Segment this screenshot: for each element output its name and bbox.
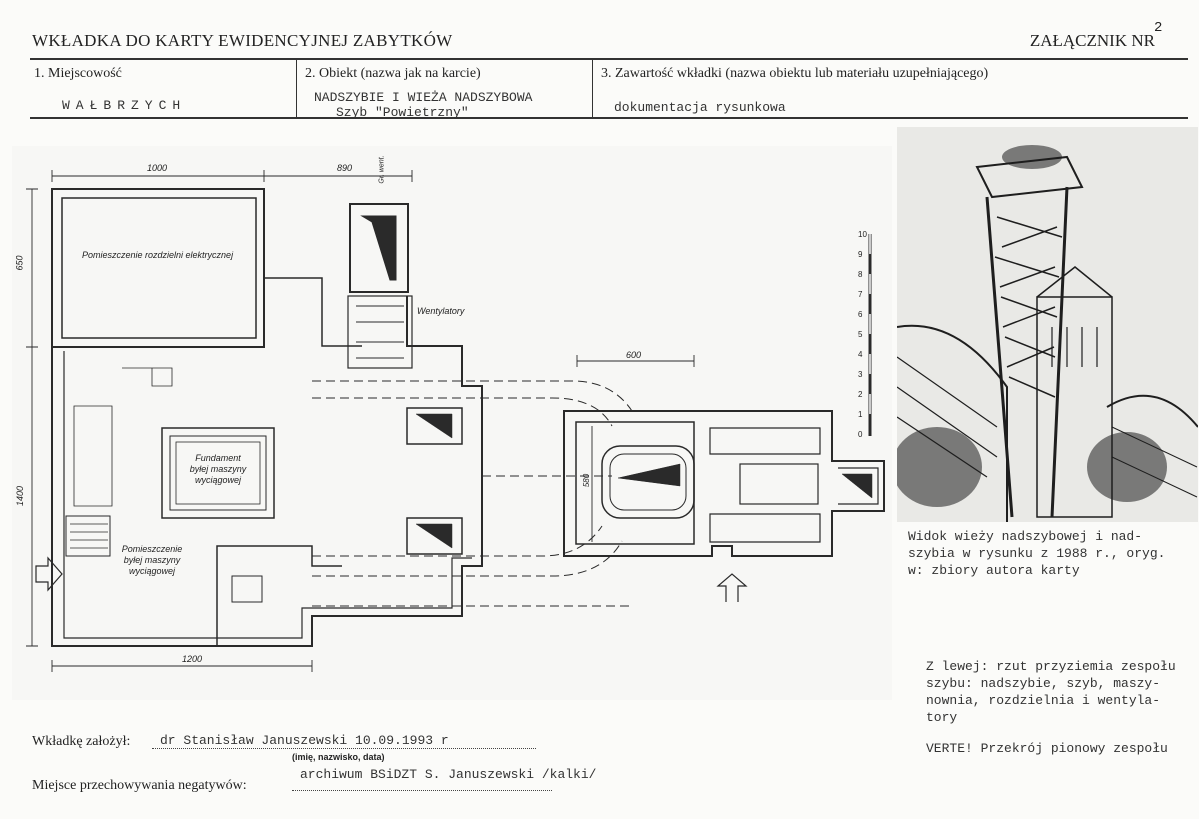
note-line-2: szybu: nadszybie, szyb, maszy- — [926, 676, 1161, 691]
floor-plan-sheet: 1000 890 Gr. went. 650 1400 1200 600 580… — [12, 146, 892, 700]
dim-650: 650 — [14, 255, 25, 271]
note-line-1: Z lewej: rzut przyziemia zespołu — [926, 659, 1176, 674]
caption-line-1: Widok wieży nadszybowej i nad- — [908, 529, 1143, 544]
header-rule — [30, 58, 1188, 60]
foundation-line-3: wyciągowej — [194, 475, 242, 485]
field-2-value-line1: NADSZYBIE I WIEŻA NADSZYBOWA — [314, 90, 533, 105]
photo-caption: Widok wieży nadszybowej i nad- szybia w … — [908, 528, 1165, 579]
tower-sketch — [897, 127, 1198, 522]
room-machine-label: Pomieszczenie byłej maszyny wyciągowej — [102, 544, 202, 577]
machine-line-3: wyciągowej — [128, 566, 176, 576]
field-2-label: 2. Obiekt (nazwa jak na karcie) — [305, 66, 481, 81]
dim-580: 580 — [582, 473, 592, 488]
scale-tick-label: 0 — [858, 430, 863, 439]
field-1-label: 1. Miejscowość — [34, 66, 122, 81]
scale-tick-label: 8 — [858, 270, 863, 279]
scale-tick-label: 6 — [858, 310, 863, 319]
storage-value: archiwum BSiDZT S. Januszewski /kalki/ — [300, 767, 597, 782]
scale-tick-label: 7 — [858, 290, 863, 299]
created-by-label: Wkładkę założył: — [32, 734, 131, 749]
field-3-label: 3. Zawartość wkładki (nazwa obiektu lub … — [601, 66, 989, 81]
scale-tick-label: 2 — [858, 390, 863, 399]
created-by-hint: (imię, nazwisko, data) — [292, 752, 385, 762]
foundation-line-2: byłej maszyny — [189, 464, 247, 474]
plan-notes: Z lewej: rzut przyziemia zespołu szybu: … — [926, 658, 1194, 757]
machine-line-1: Pomieszczenie — [121, 544, 183, 554]
storage-line — [292, 790, 552, 791]
fields-rule — [30, 117, 1188, 119]
document-title: WKŁADKA DO KARTY EWIDENCYJNEJ ZABYTKÓW — [32, 31, 453, 50]
dim-600: 600 — [626, 350, 642, 360]
created-by-line — [152, 748, 536, 749]
caption-line-2: szybia w rysunku z 1988 r., oryg. — [908, 546, 1166, 561]
note-line-3: nownia, rozdzielnia i wentyla- — [926, 693, 1161, 708]
field-1-value: WAŁBRZYCH — [62, 98, 187, 113]
scale-tick-label: 5 — [858, 330, 863, 339]
room-fans-label: Wentylatory — [417, 306, 465, 316]
annex-label: ZAŁĄCZNIK NR — [1029, 31, 1155, 50]
field-2-value-line2: Szyb "Powietrzny" — [336, 105, 469, 120]
room-switchgear-label: Pomieszczenie rozdzielni elektrycznej — [82, 250, 234, 260]
floor-plan-drawing — [26, 170, 885, 672]
scale-tick-label: 1 — [858, 410, 863, 419]
caption-line-3: w: zbiory autora karty — [908, 563, 1080, 578]
created-by-value: dr Stanisław Januszewski 10.09.1993 r — [160, 733, 449, 748]
foundation-line-1: Fundament — [195, 453, 241, 463]
dim-1000: 1000 — [147, 163, 168, 173]
note-line-5: VERTE! Przekrój pionowy zespołu — [926, 741, 1168, 756]
dim-gr-went: Gr. went. — [378, 155, 386, 184]
dim-890: 890 — [337, 163, 353, 173]
machine-line-2: byłej maszyny — [123, 555, 181, 565]
dim-1200: 1200 — [182, 654, 203, 664]
room-foundation-label: Fundament byłej maszyny wyciągowej — [178, 453, 258, 486]
scale-tick-label: 10 — [858, 230, 867, 239]
scale-tick-label: 9 — [858, 250, 863, 259]
tower-sketch-drawing — [897, 127, 1198, 522]
scale-tick-label: 4 — [858, 350, 863, 359]
scale-tick-label: 3 — [858, 370, 863, 379]
note-line-4: tory — [926, 710, 958, 725]
dim-1400: 1400 — [15, 485, 26, 507]
storage-label: Miejsce przechowywania negatywów: — [32, 778, 247, 793]
field-3-value: dokumentacja rysunkowa — [614, 100, 786, 115]
field-divider-1 — [296, 60, 297, 117]
annex-number: 2 — [1154, 20, 1163, 36]
field-divider-2 — [592, 60, 593, 117]
